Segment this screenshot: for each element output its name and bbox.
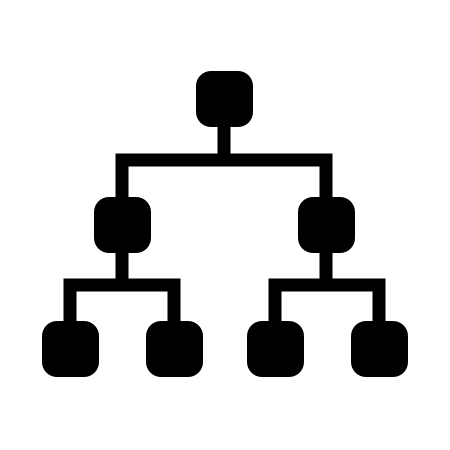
tree-nodes xyxy=(42,71,408,377)
node-root xyxy=(196,71,253,127)
node-mid-left xyxy=(94,197,151,253)
node-leaf-4 xyxy=(351,321,408,377)
connector-lines xyxy=(63,118,386,335)
node-leaf-3 xyxy=(247,321,304,377)
node-mid-right xyxy=(298,197,355,253)
node-leaf-1 xyxy=(42,321,99,377)
node-leaf-2 xyxy=(146,321,203,377)
